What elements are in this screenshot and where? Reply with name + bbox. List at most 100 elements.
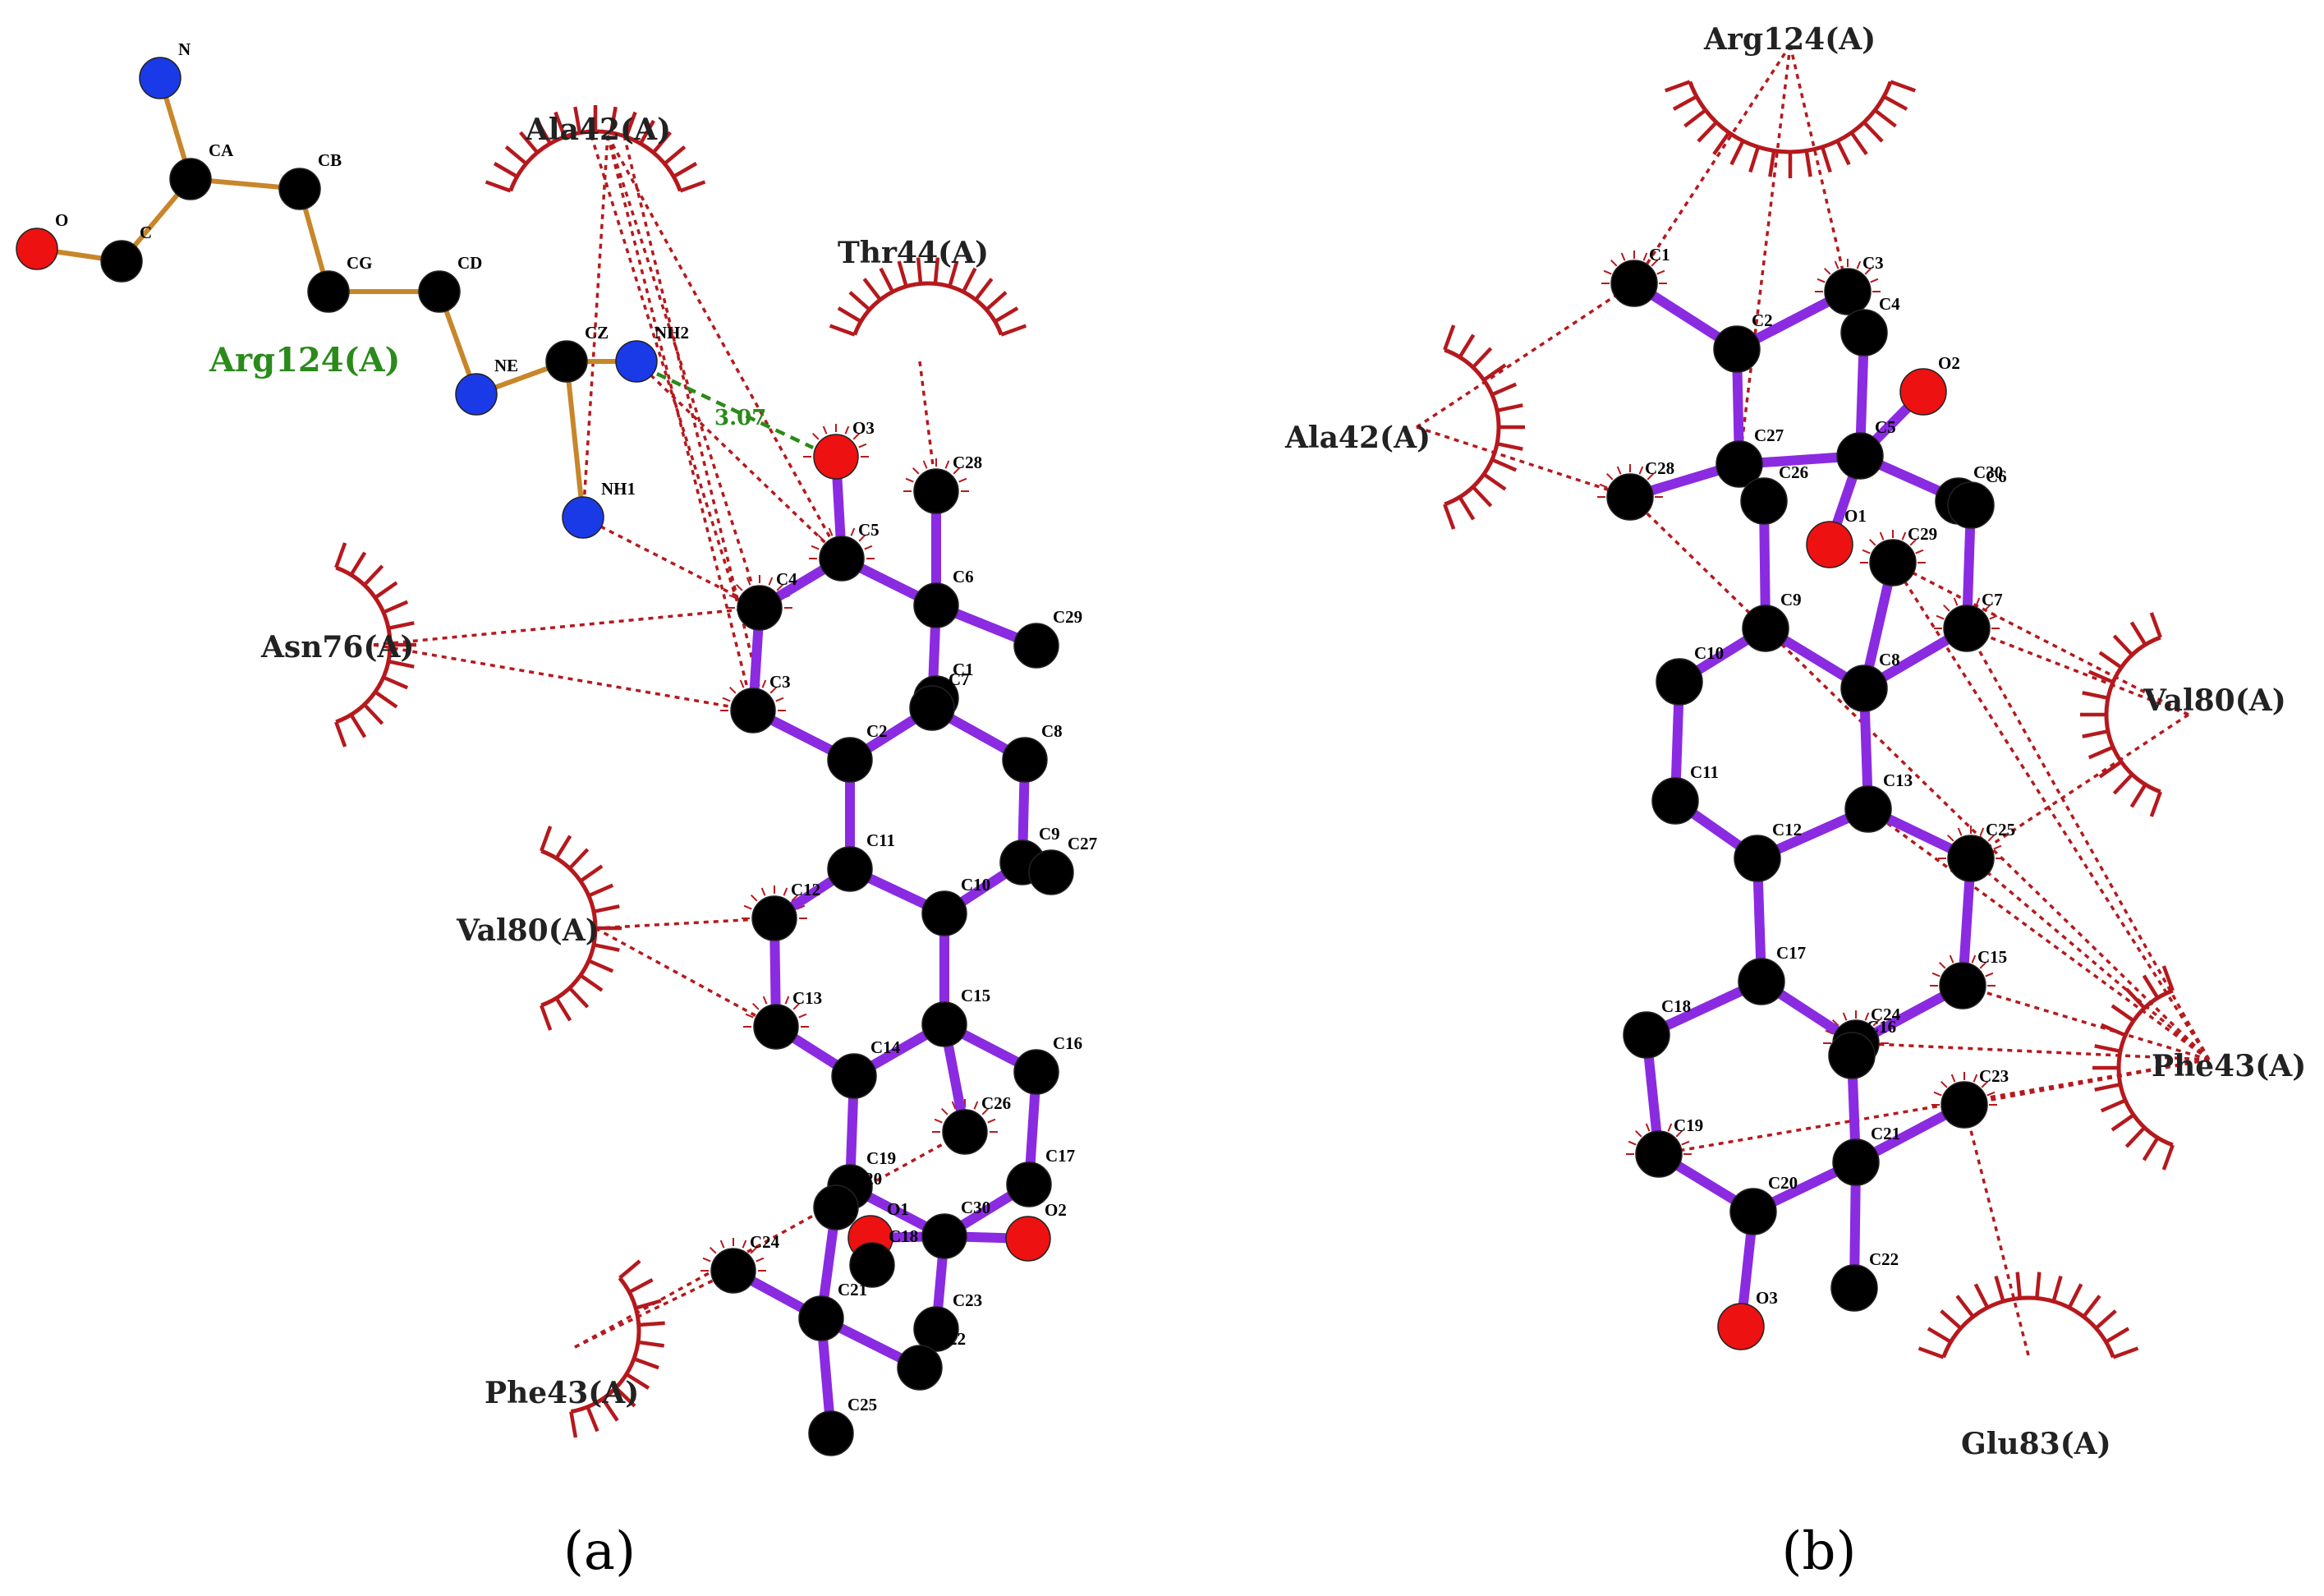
hydrophobic-spoke (1697, 121, 1718, 143)
hydrophobic-spoke (1873, 108, 1897, 128)
residue-label-arg124: Arg124(A) (209, 341, 400, 379)
hydrophobic-spoke (614, 1386, 636, 1408)
starburst-tick (1681, 1140, 1690, 1146)
atom-label-c27: C27 (1754, 425, 1784, 445)
ligand-atom-c26 (942, 1109, 988, 1155)
starburst-tick (1824, 268, 1831, 275)
ligand-atom-c8 (1840, 665, 1888, 712)
hydrophobic-spoke (2129, 621, 2147, 646)
hydrophobic-spoke (382, 600, 409, 614)
hydrophobic-spoke (1729, 140, 1745, 166)
starburst-tick (722, 697, 731, 702)
contact-line (606, 135, 843, 559)
ligand-atom-c18 (1623, 1011, 1670, 1059)
atom-label-c18: C18 (889, 1226, 918, 1246)
residue-label-val80a: Val80(A) (456, 913, 599, 948)
starburst-tick (1862, 549, 1871, 554)
starburst-tick (951, 1101, 957, 1110)
atom-label-o3: O3 (1756, 1288, 1778, 1308)
residue-atom-label-nh2: NH2 (654, 323, 689, 343)
hydrophobic-arc-val80 (2080, 612, 2162, 817)
starburst-tick (756, 1257, 765, 1263)
hydrophobic-spoke (593, 943, 620, 952)
starburst-tick (1901, 531, 1907, 540)
hydrophobic-spoke (2124, 1126, 2147, 1148)
residue-label-ala42a: Ala42(A) (525, 113, 671, 147)
starburst-tick (1606, 473, 1614, 481)
hydrophobic-spoke (638, 1321, 665, 1327)
starburst-tick (702, 1257, 711, 1263)
residue-atom-label-ca: CA (209, 140, 234, 160)
hydrophobic-spoke (2067, 1283, 2083, 1309)
residue-label-phe43a: Phe43(A) (2152, 1049, 2306, 1083)
hydrophobic-spoke (639, 119, 655, 145)
hydrophobic-spoke (1490, 382, 1518, 397)
ligand-atom-o2 (1005, 1216, 1051, 1262)
starburst-tick (987, 1118, 996, 1124)
starburst-tick (1651, 260, 1658, 267)
ligand-atom-c7 (1943, 605, 1991, 652)
starburst-tick (1979, 962, 1986, 969)
panel-label-a: (a) (563, 1521, 636, 1582)
atom-label-c4: C4 (776, 569, 797, 589)
hydrophobic-spoke (2094, 1309, 2117, 1330)
residue-atom-label-o: O (55, 210, 68, 230)
hydrophobic-spoke (334, 542, 347, 568)
residue-atom-nh2 (615, 340, 658, 383)
starburst-tick (1940, 1081, 1948, 1088)
residue-atom-label-cb: CB (318, 150, 342, 170)
hydrophobic-spoke (2110, 1004, 2135, 1023)
hydrophobic-spoke (579, 973, 604, 992)
atom-label-c17: C17 (1045, 1146, 1075, 1166)
ligand-atom-o1 (1806, 521, 1853, 568)
hydrophobic-spoke (2161, 965, 2175, 991)
atom-label-c1: C1 (953, 660, 974, 679)
contact-line (1867, 807, 2211, 1061)
residue-atom-label-nh1: NH1 (601, 479, 636, 499)
hydrophobic-arc (852, 281, 1004, 336)
atom-label-c28: C28 (1645, 458, 1674, 478)
residue-atom-cb (278, 168, 321, 210)
atom-label-o1: O1 (1844, 506, 1867, 526)
hydrophobic-spoke (1458, 333, 1476, 359)
atom-label-c27: C27 (1068, 834, 1097, 853)
contact-line (1892, 561, 2189, 716)
atom-label-c30: C30 (961, 1198, 990, 1217)
hydrophobic-spoke (837, 306, 862, 324)
ligand-atom-c14 (831, 1053, 877, 1099)
atom-label-c24: C24 (750, 1232, 780, 1252)
hydrophobic-spoke (2082, 691, 2109, 700)
starburst-tick (1933, 1091, 1942, 1097)
starburst-tick (1983, 605, 1991, 612)
hydrophobic-spoke (362, 703, 384, 725)
starburst-tick (844, 425, 850, 435)
contact-line (1963, 1104, 2030, 1356)
atom-label-c3: C3 (1862, 253, 1884, 273)
hydrophobic-spoke (2124, 987, 2147, 1010)
starburst-tick (1953, 597, 1959, 606)
atom-label-c1: C1 (1649, 245, 1670, 264)
hydrophobic-spoke (349, 551, 367, 577)
starburst-tick (1816, 278, 1826, 283)
starburst-tick (768, 577, 774, 586)
hydrophobic-spoke (519, 131, 540, 154)
starburst-tick (1842, 1012, 1848, 1021)
hydrophobic-spoke (651, 131, 672, 154)
residue-atom-c (100, 240, 143, 283)
hydrophobic-spoke (334, 721, 347, 747)
contact-line (581, 135, 609, 518)
starburst-tick (742, 1240, 747, 1249)
atom-label-c8: C8 (1041, 721, 1063, 741)
hydrophobic-spoke (349, 713, 367, 738)
ligand-atom-c10 (921, 890, 967, 936)
hydrophobic-spoke (567, 848, 590, 870)
residue-atom-label-cd: CD (457, 253, 482, 273)
contact-line (574, 1269, 734, 1349)
hydrophobic-spoke (1849, 131, 1868, 155)
hydrophobic-spoke (948, 260, 959, 287)
hydrophobic-arc-glu83 (1918, 1272, 2139, 1359)
starburst-tick (858, 443, 867, 448)
starburst-tick (864, 545, 873, 550)
atom-label-c25: C25 (1986, 820, 2015, 839)
atom-label-c4: C4 (1879, 294, 1900, 314)
